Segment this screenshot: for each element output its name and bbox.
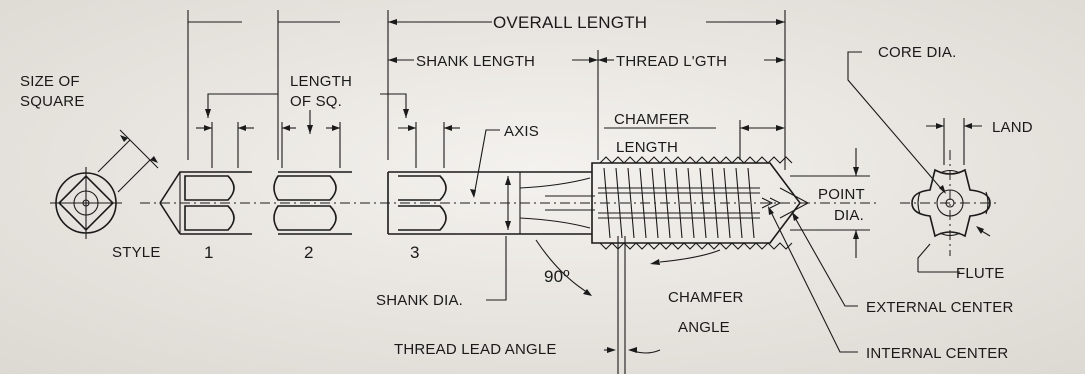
center-leaders bbox=[768, 206, 858, 353]
shank-dia-label: SHANK DIA. bbox=[376, 292, 463, 309]
axis-label: AXIS bbox=[504, 123, 539, 140]
thread-length-label: THREAD L'GTH bbox=[616, 53, 727, 70]
dim-point-dia bbox=[790, 148, 870, 258]
internal-center-label: INTERNAL CENTER bbox=[866, 345, 1008, 362]
size-of-square-label-line1: SIZE OF bbox=[20, 73, 80, 90]
chamfer-angle-label-line2: ANGLE bbox=[678, 319, 730, 336]
dim-length-of-square bbox=[196, 93, 460, 168]
thread-lead-angle-marks bbox=[604, 236, 661, 374]
chamfer-angle-label-line1: CHAMFER bbox=[668, 289, 744, 306]
core-dia-label: CORE DIA. bbox=[878, 44, 956, 61]
axis-and-shank-dia bbox=[470, 129, 592, 301]
chamfer-length-label-line2: LENGTH bbox=[616, 139, 678, 156]
tap-style-2 bbox=[273, 171, 352, 235]
tap-style-1 bbox=[159, 171, 252, 235]
land-label: LAND bbox=[992, 119, 1033, 136]
tap-style-3-body bbox=[387, 156, 810, 250]
style-2-label: 2 bbox=[304, 243, 314, 262]
point-dia-label-line1: POINT bbox=[818, 186, 865, 203]
style-1-label: 1 bbox=[204, 243, 214, 262]
square-end-view bbox=[50, 129, 159, 239]
dim-overall-length bbox=[187, 10, 786, 170]
style-label: STYLE bbox=[112, 244, 161, 261]
overall-length-label: OVERALL LENGTH bbox=[493, 13, 647, 32]
tap-cross-section bbox=[847, 51, 1000, 273]
angle-90-label: 90º bbox=[544, 267, 570, 286]
length-of-sq-label-line1: LENGTH bbox=[290, 73, 352, 90]
style-3-label: 3 bbox=[410, 243, 420, 262]
shank-length-label: SHANK LENGTH bbox=[416, 53, 535, 70]
size-of-square-label-line2: SQUARE bbox=[20, 93, 85, 110]
point-dia-label-line2: DIA. bbox=[834, 207, 864, 224]
chamfer-angle-leader bbox=[650, 249, 721, 265]
thread-lead-angle-label: THREAD LEAD ANGLE bbox=[394, 341, 557, 358]
flute-label: FLUTE bbox=[956, 265, 1005, 282]
dim-chamfer-length bbox=[604, 120, 785, 160]
external-center-label: EXTERNAL CENTER bbox=[866, 299, 1013, 316]
chamfer-length-label-line1: CHAMFER bbox=[614, 111, 690, 128]
dim-shank-thread-length bbox=[388, 50, 785, 160]
length-of-sq-label-line2: OF SQ. bbox=[290, 93, 342, 110]
